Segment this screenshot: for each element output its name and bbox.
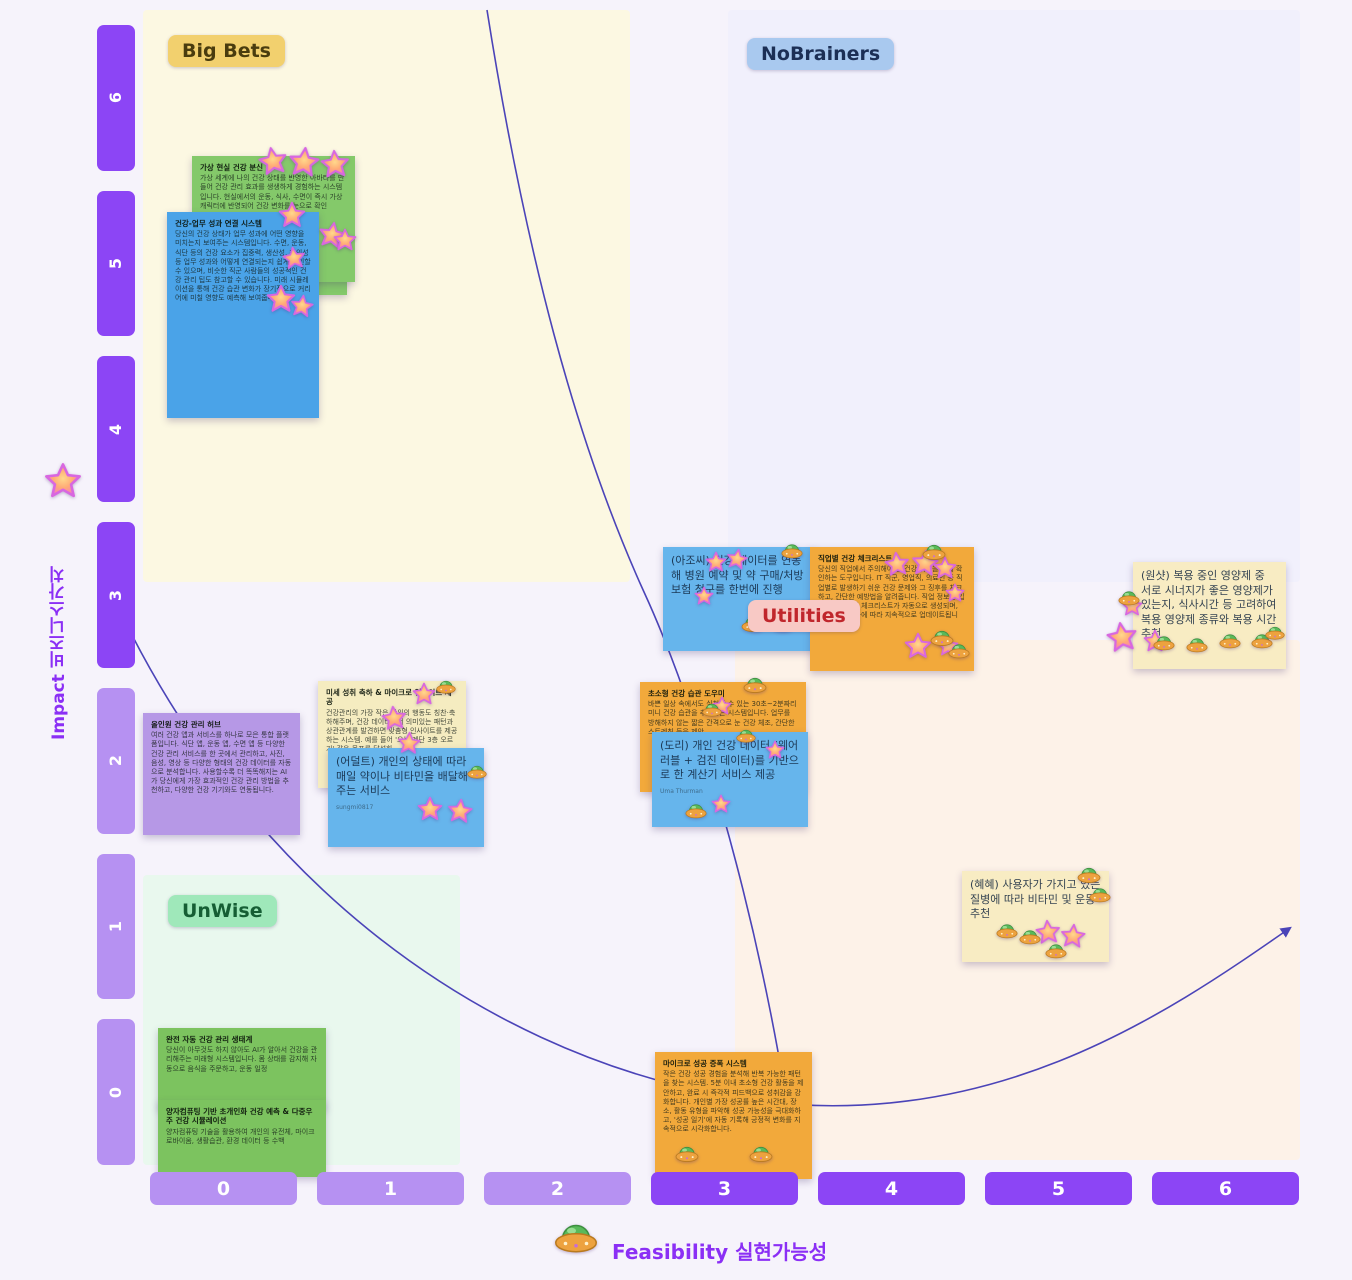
ufo-sticker[interactable] xyxy=(1088,882,1112,906)
star-sticker[interactable] xyxy=(694,586,714,606)
star-sticker[interactable] xyxy=(945,583,965,603)
star-sticker[interactable] xyxy=(278,201,306,229)
y-axis-tick-6: 6 xyxy=(97,25,135,171)
ufo-sticker[interactable] xyxy=(1218,628,1242,652)
note-title: 양자컴퓨팅 기반 초개인화 건강 예측 & 다중우주 건강 시뮬레이션 xyxy=(166,1107,313,1126)
x-axis-tick-6: 6 xyxy=(1152,1172,1299,1205)
y-axis-tick-3: 3 xyxy=(97,522,135,668)
star-sticker[interactable] xyxy=(288,292,315,319)
ufo-sticker[interactable] xyxy=(466,760,488,782)
x-axis-title: Feasibility 실현가능성 xyxy=(612,1240,828,1264)
note-body: 양자컴퓨팅 기술을 활용하여 개인의 유전체, 마이크로바이옴, 생활습관, 환… xyxy=(166,1127,315,1145)
y-tick-label: 0 xyxy=(106,1086,126,1098)
quadrant-label-big-bets[interactable]: Big Bets xyxy=(168,35,285,67)
note-body: 작은 건강 성공 경험을 분석해 반복 가능한 패턴을 찾는 시스템. 5분 이… xyxy=(663,1070,804,1133)
y-tick-label: 4 xyxy=(106,423,126,435)
y-axis-tick-1: 1 xyxy=(97,853,135,1000)
ufo-sticker[interactable] xyxy=(735,724,757,746)
note-body: 당신의 건강 상태가 업무 성과에 어떤 영향을 미치는지 보여주는 시스템입니… xyxy=(175,230,311,303)
y-axis-title: Impact 비즈니스가치 xyxy=(49,566,69,740)
quadrant-label-unwise[interactable]: UnWise xyxy=(168,895,277,927)
quadrant-label-utilities[interactable]: Utilities xyxy=(748,600,860,632)
ufo-sticker[interactable] xyxy=(748,1140,774,1166)
x-axis-tick-5: 5 xyxy=(985,1172,1132,1205)
ufo-sticker[interactable] xyxy=(701,698,723,720)
star-sticker[interactable] xyxy=(883,550,912,579)
y-axis-tick-2: 2 xyxy=(97,687,135,834)
star-sticker[interactable] xyxy=(44,462,82,500)
x-axis: 0 1 2 3 4 5 6 xyxy=(150,1172,1299,1205)
star-sticker[interactable] xyxy=(705,551,727,573)
star-sticker[interactable] xyxy=(286,144,321,179)
ufo-sticker[interactable] xyxy=(435,675,457,697)
note-title: 마이크로 성공 증폭 시스템 xyxy=(663,1059,747,1068)
sticky-note[interactable]: 올인원 건강 관리 허브 여러 건강 앱과 서비스를 하나로 모은 통합 플랫폼… xyxy=(143,713,300,835)
x-axis-tick-1: 1 xyxy=(317,1172,464,1205)
x-axis-tick-0: 0 xyxy=(150,1172,297,1205)
y-axis-tick-4: 4 xyxy=(97,356,135,503)
star-sticker[interactable] xyxy=(711,794,731,814)
y-tick-label: 1 xyxy=(106,920,126,933)
zone-nobrainers xyxy=(728,10,1300,582)
note-title: 직업별 건강 체크리스트 xyxy=(818,554,893,563)
quadrant-label-nobrainers[interactable]: NoBrainers xyxy=(747,38,895,70)
ufo-sticker[interactable] xyxy=(947,638,971,662)
star-sticker[interactable] xyxy=(417,796,443,822)
star-sticker[interactable] xyxy=(380,704,409,733)
y-axis-tick-0: 0 xyxy=(97,1019,135,1166)
ufo-sticker[interactable] xyxy=(1018,924,1042,948)
star-sticker[interactable] xyxy=(765,740,785,760)
note-title: 완전 자동 건강 관리 생태계 xyxy=(166,1035,253,1044)
ufo-sticker[interactable] xyxy=(684,798,708,822)
star-sticker[interactable] xyxy=(319,148,351,180)
note-title: 건강-업무 성과 연결 시스템 xyxy=(175,219,262,228)
note-title: 가상 현실 건강 분신 xyxy=(200,163,264,172)
star-sticker[interactable] xyxy=(412,682,436,706)
ufo-sticker[interactable] xyxy=(1185,632,1209,656)
x-axis-tick-4: 4 xyxy=(818,1172,965,1205)
star-sticker[interactable] xyxy=(333,228,357,252)
y-tick-label: 3 xyxy=(106,589,126,601)
y-tick-label: 6 xyxy=(106,92,126,104)
star-sticker[interactable] xyxy=(256,144,291,179)
ufo-sticker[interactable] xyxy=(1117,585,1141,609)
star-sticker[interactable] xyxy=(1104,619,1140,655)
sticky-note[interactable]: 양자컴퓨팅 기반 초개인화 건강 예측 & 다중우주 건강 시뮬레이션 양자컴퓨… xyxy=(158,1100,326,1177)
ufo-sticker[interactable] xyxy=(1044,938,1068,962)
note-title: 올인원 건강 관리 허브 xyxy=(151,720,221,729)
sticky-note[interactable]: 완전 자동 건강 관리 생태계 당신이 아무것도 하지 않아도 AI가 알아서 … xyxy=(158,1028,326,1109)
note-body: (어덜트) 개인의 상태에 따라 매일 약이나 비타민을 배달해주는 서비스 xyxy=(336,755,468,798)
y-tick-label: 5 xyxy=(106,258,126,270)
x-axis-tick-3: 3 xyxy=(651,1172,798,1205)
ufo-sticker[interactable] xyxy=(780,538,804,562)
star-sticker[interactable] xyxy=(724,546,749,571)
x-axis-tick-2: 2 xyxy=(484,1172,631,1205)
ufo-sticker[interactable] xyxy=(1152,630,1176,654)
note-body: 여러 건강 앱과 서비스를 하나로 모은 통합 플랫폼입니다. 식단 앱, 운동… xyxy=(151,731,292,794)
y-tick-label: 2 xyxy=(106,755,126,767)
ufo-sticker[interactable] xyxy=(552,1212,600,1260)
ufo-sticker[interactable] xyxy=(742,671,768,697)
ufo-sticker[interactable] xyxy=(1264,621,1286,643)
note-body: 당신이 아무것도 하지 않아도 AI가 알아서 건강을 관리해주는 미래형 시스… xyxy=(166,1046,318,1073)
y-axis: 6 5 4 3 2 1 0 xyxy=(97,25,135,1166)
note-body: 가상 세계에 나의 건강 상태를 반영한 아바타를 만들어 건강 관리 효과를 … xyxy=(200,174,345,210)
star-sticker[interactable] xyxy=(280,244,307,271)
ufo-sticker[interactable] xyxy=(674,1140,700,1166)
ufo-sticker[interactable] xyxy=(921,538,947,564)
y-axis-tick-5: 5 xyxy=(97,190,135,337)
star-sticker[interactable] xyxy=(396,730,422,756)
star-sticker[interactable] xyxy=(446,797,475,826)
star-sticker[interactable] xyxy=(904,632,932,660)
ufo-sticker[interactable] xyxy=(995,918,1019,942)
